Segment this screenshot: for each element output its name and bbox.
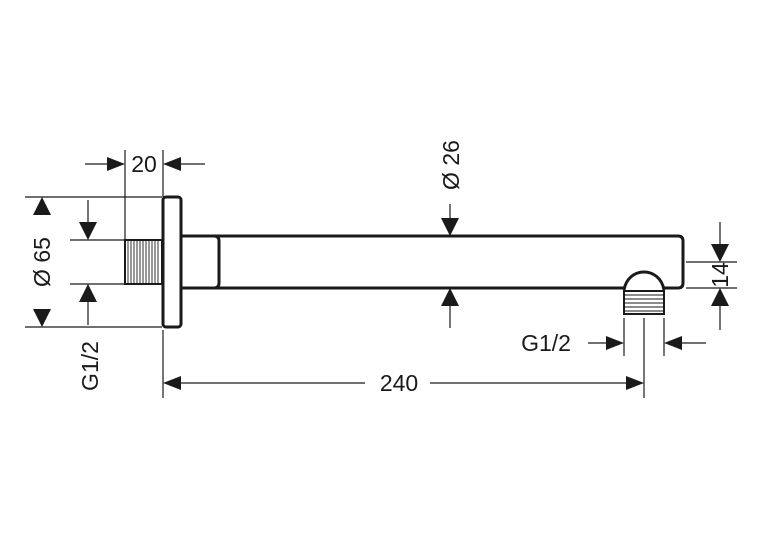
dimension-arm-diameter: Ø 26 [438,140,464,328]
dimension-label-arm-length: 240 [380,370,418,396]
dimension-label-flange-diameter: Ø 65 [29,237,55,287]
dimension-label-arm-diameter: Ø 26 [438,140,464,190]
shower-arm-body [181,234,685,290]
part-outline [124,195,685,329]
dimension-label-outlet-offset: 14 [707,262,733,288]
dimension-outlet-offset: 14 [707,222,733,330]
dimension-flange-diameter: Ø 65 [29,197,55,327]
dimension-wall-thread: G1/2 [77,200,103,391]
dimension-label-flange-thickness: 20 [131,151,157,177]
wall-flange [161,195,183,329]
dimension-arm-length: 240 [163,370,644,396]
dimension-outlet-thread: G1/2 [521,330,706,356]
dimension-label-outlet-thread: G1/2 [521,330,571,356]
dimension-label-wall-thread: G1/2 [77,341,103,391]
outlet-nozzle [622,270,666,315]
dimension-flange-thickness: 20 [85,151,205,177]
extension-lines [25,150,737,398]
wall-thread-connector [124,239,163,285]
